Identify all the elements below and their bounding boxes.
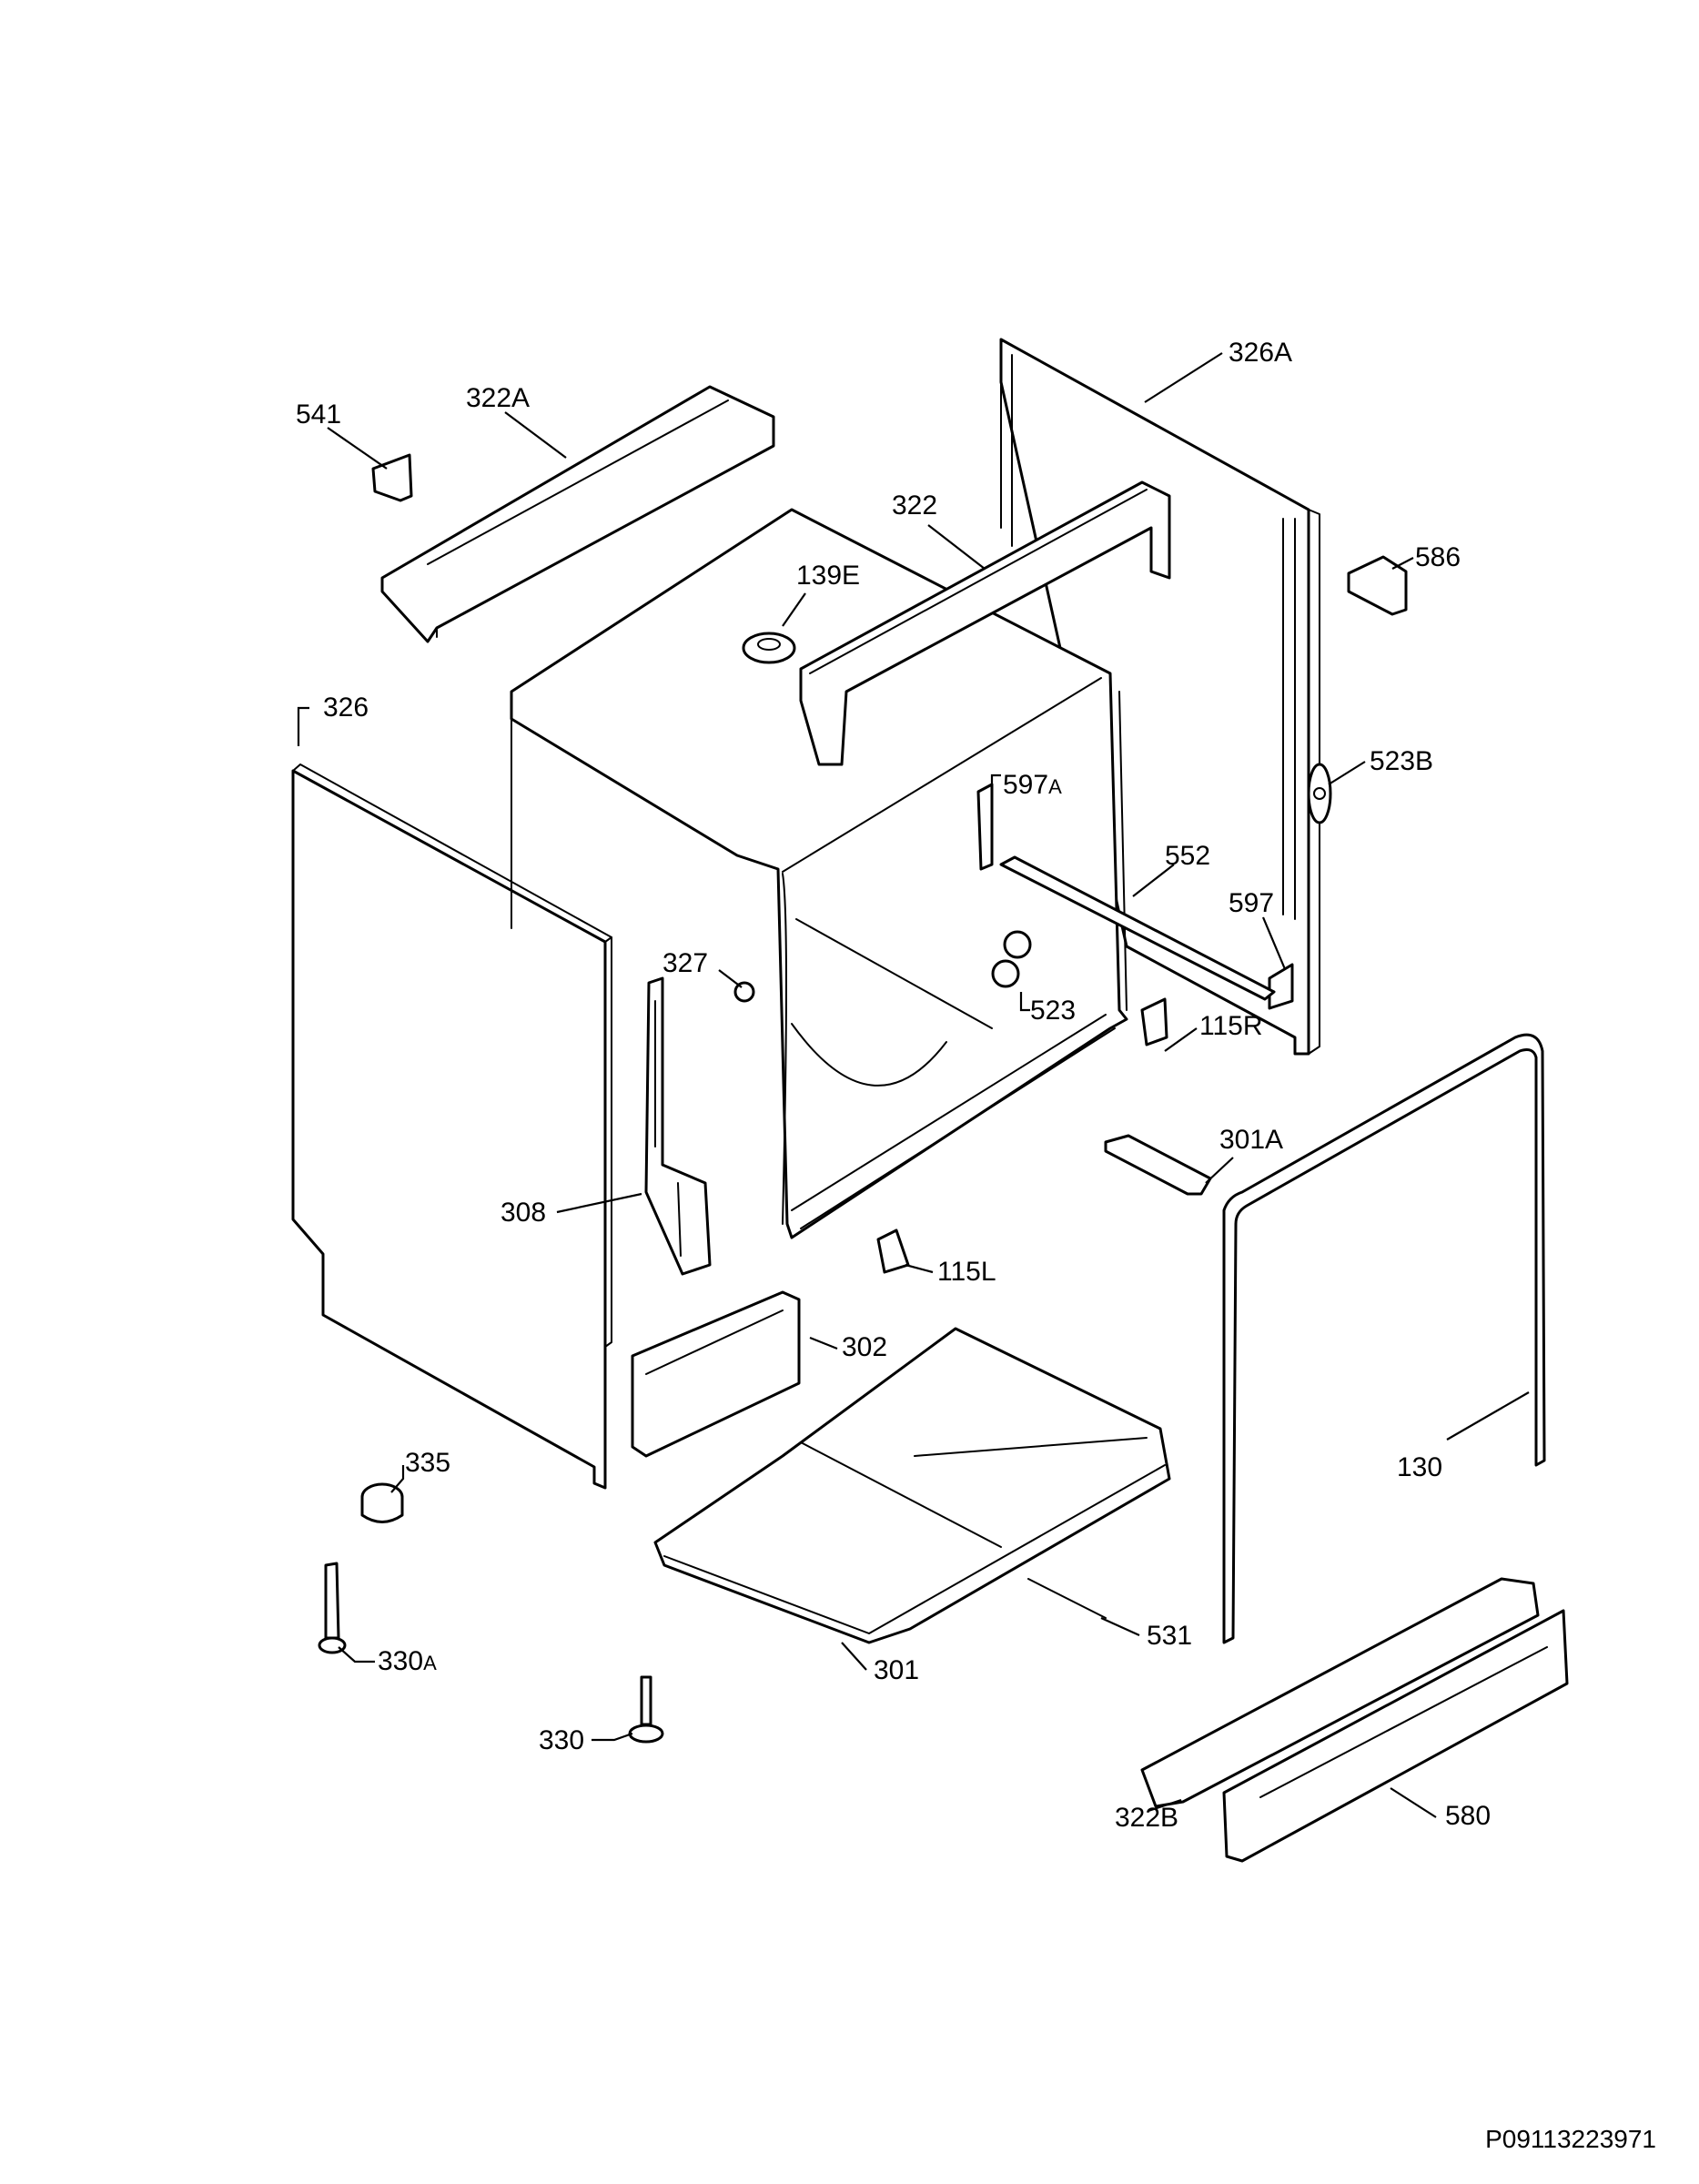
- part-327-bush: [733, 981, 755, 1003]
- part-301A-cover: [1104, 1134, 1212, 1196]
- part-523B-grommet: [1307, 763, 1332, 824]
- callout-326A: 326A: [1229, 338, 1292, 368]
- leader-302: [809, 1336, 838, 1350]
- leader-330A: [338, 1646, 375, 1663]
- callout-330A: 330A: [378, 1646, 437, 1676]
- leader-541: [327, 427, 388, 470]
- leader-326: [297, 706, 309, 746]
- part-541-clip: [371, 453, 413, 502]
- callout-327: 327: [662, 948, 708, 978]
- leader-327: [718, 969, 743, 988]
- part-326-left-side-panel: [291, 763, 612, 1490]
- part-301-base: [653, 1327, 1171, 1644]
- part-580-base-frame: [1222, 1609, 1569, 1863]
- callout-308: 308: [501, 1198, 546, 1228]
- leader-322B: [1148, 1798, 1182, 1813]
- part-130-seal: [1222, 1033, 1546, 1644]
- leader-322: [927, 524, 986, 570]
- part-330-screw: [628, 1675, 664, 1744]
- leader-139E: [782, 592, 806, 627]
- callout-labels: 541 322A 322 326A 586 139E 326 523B 597A…: [296, 338, 1491, 1833]
- leader-lines: [297, 352, 1530, 1818]
- callout-335: 335: [405, 1448, 450, 1478]
- callout-330: 330: [539, 1725, 584, 1755]
- callout-597: 597: [1229, 888, 1274, 918]
- callout-115L: 115L: [937, 1257, 996, 1287]
- part-322A-top-rail: [380, 385, 775, 643]
- leader-115R: [1164, 1027, 1198, 1052]
- leader-531: [1100, 1616, 1140, 1637]
- callout-597A: 597A: [1003, 770, 1062, 800]
- leader-115L: [905, 1263, 934, 1274]
- callout-541: 541: [296, 399, 341, 430]
- part-308-hinge: [644, 976, 712, 1276]
- leader-322A: [504, 411, 567, 459]
- callout-115R: 115R: [1199, 1011, 1263, 1041]
- callout-523: 523: [1030, 996, 1076, 1026]
- callout-531: 531: [1147, 1621, 1192, 1651]
- part-302-plate: [631, 1290, 801, 1458]
- part-tub-body: [510, 508, 1128, 1239]
- leader-552: [1132, 864, 1175, 897]
- callout-580: 580: [1445, 1801, 1491, 1831]
- callout-301A: 301A: [1219, 1125, 1283, 1155]
- leader-335: [390, 1465, 405, 1493]
- leader-130: [1446, 1391, 1530, 1441]
- callout-302: 302: [842, 1332, 887, 1362]
- leader-326A: [1144, 352, 1223, 403]
- leader-597: [1261, 916, 1287, 970]
- leader-586: [1391, 557, 1414, 570]
- callout-130: 130: [1397, 1452, 1442, 1482]
- part-322B-base-rail: [1140, 1577, 1540, 1808]
- callout-326: 326: [323, 693, 369, 723]
- callout-322A: 322A: [466, 383, 530, 413]
- callout-139E: 139E: [796, 561, 860, 591]
- callout-586: 586: [1415, 542, 1461, 572]
- part-322-top-rail: [799, 480, 1171, 766]
- leader-301: [841, 1642, 867, 1671]
- leader-580: [1390, 1787, 1437, 1818]
- document-code: P09113223971: [1485, 2125, 1656, 2153]
- part-115R-foot: [1140, 997, 1168, 1046]
- part-139E-nut: [742, 632, 796, 664]
- part-531-rod: [1027, 1578, 1107, 1619]
- leader-301A: [1205, 1157, 1234, 1184]
- part-115L-foot: [876, 1228, 910, 1274]
- leader-523: [1019, 992, 1030, 1012]
- callout-552: 552: [1165, 841, 1210, 871]
- callout-523B: 523B: [1370, 746, 1433, 776]
- callout-301: 301: [874, 1655, 919, 1685]
- part-330A-screw: [318, 1562, 347, 1654]
- part-586-bracket: [1347, 555, 1408, 616]
- leader-308: [556, 1192, 642, 1214]
- callout-322B: 322B: [1115, 1803, 1178, 1833]
- leader-523B: [1328, 761, 1366, 785]
- part-523-grommets: [991, 930, 1032, 988]
- callout-322: 322: [892, 490, 937, 521]
- part-552-rail: [999, 855, 1276, 1001]
- leader-597A: [990, 774, 1001, 787]
- leader-330: [592, 1732, 633, 1742]
- part-597A-clip: [976, 783, 994, 871]
- part-335-gear: [360, 1482, 404, 1523]
